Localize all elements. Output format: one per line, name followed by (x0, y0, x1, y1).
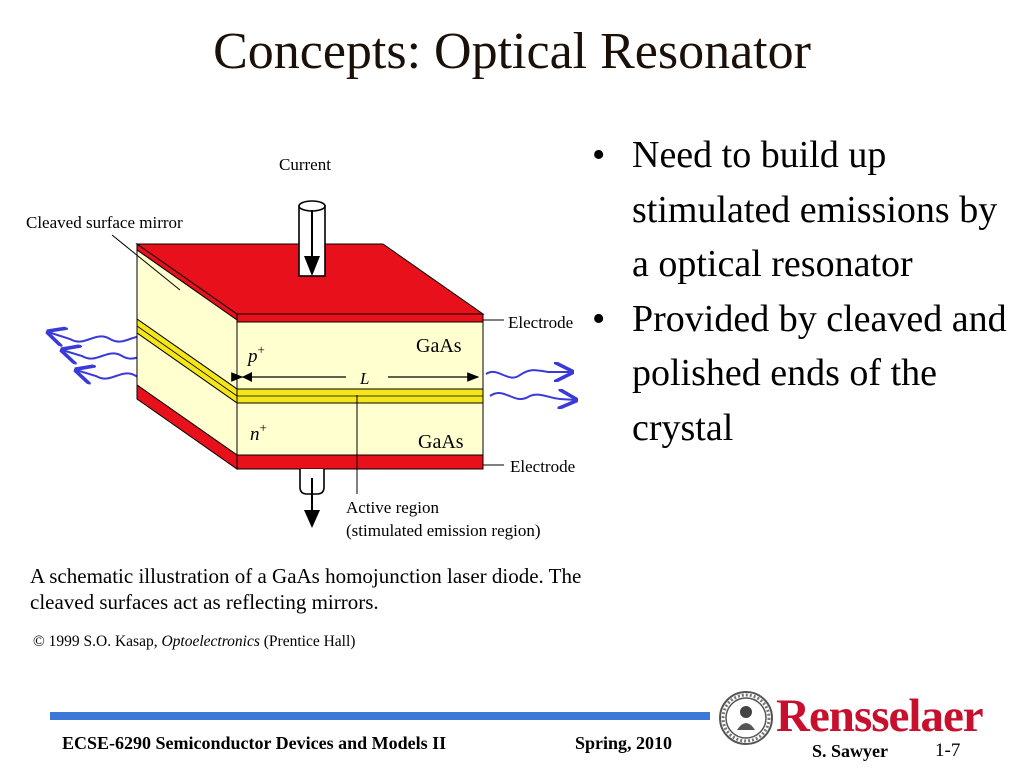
electrode-top-label: Electrode (508, 313, 573, 332)
figure-caption: A schematic illustration of a GaAs homoj… (30, 564, 582, 614)
front-face (236, 313, 484, 470)
active-region-sublabel: (stimulated emission region) (346, 521, 541, 540)
copyright-notice: © 1999 S.O. Kasap, Optoelectronics (Pren… (33, 633, 355, 651)
length-label: L (359, 369, 369, 388)
bullet-text: Need to build up stimulated emissions by… (632, 134, 998, 285)
side-face (136, 243, 238, 470)
p-region-letter: p (246, 346, 258, 367)
emitted-light-right (485, 370, 576, 400)
rensselaer-logo: Rensselaer (776, 690, 984, 742)
copyright-book: Optoelectronics (161, 633, 260, 650)
n-region-label: n+ (250, 420, 267, 445)
footer-author: S. Sawyer (812, 741, 888, 761)
mirror-label: Cleaved surface mirror (26, 213, 183, 232)
bullet-list: • Need to build up stimulated emissions b… (590, 128, 1010, 455)
copyright-suffix: (Prentice Hall) (259, 633, 356, 650)
p-region-sup: + (258, 342, 265, 357)
bullet-item: • Need to build up stimulated emissions b… (590, 128, 1010, 292)
bullet-item: • Provided by cleaved and polished ends o… (590, 292, 1010, 456)
copyright-prefix: © 1999 S.O. Kasap, (33, 633, 162, 650)
current-output-icon (299, 469, 325, 528)
bullet-dot-icon: • (592, 134, 606, 176)
active-region-label: Active region (346, 498, 439, 517)
rensselaer-seal-icon (719, 691, 773, 745)
bullet-text: Provided by cleaved and polished ends of… (632, 297, 1007, 449)
electrode-bottom-label: Electrode (510, 457, 575, 476)
slide-title: Concepts: Optical Resonator (213, 23, 811, 80)
bullet-dot-icon: • (592, 297, 606, 340)
n-region-sup: + (260, 420, 267, 435)
footer-term: Spring, 2010 (575, 733, 673, 753)
length-dimension (231, 372, 480, 382)
gaas-bottom-label: GaAs (418, 431, 464, 453)
footer-course: ECSE-6290 Semiconductor Devices and Mode… (62, 733, 447, 753)
n-region-letter: n (250, 424, 260, 445)
current-label: Current (279, 155, 331, 174)
gaas-top-label: GaAs (416, 335, 462, 357)
current-input-icon (298, 200, 326, 277)
laser-diode-diagram: L Current Cleaved surface mirror Electro… (26, 155, 620, 540)
page-number: 1-7 (935, 740, 961, 761)
footer-rule (50, 712, 710, 720)
leader-lines (111, 234, 504, 494)
p-region-label: p+ (246, 342, 265, 367)
